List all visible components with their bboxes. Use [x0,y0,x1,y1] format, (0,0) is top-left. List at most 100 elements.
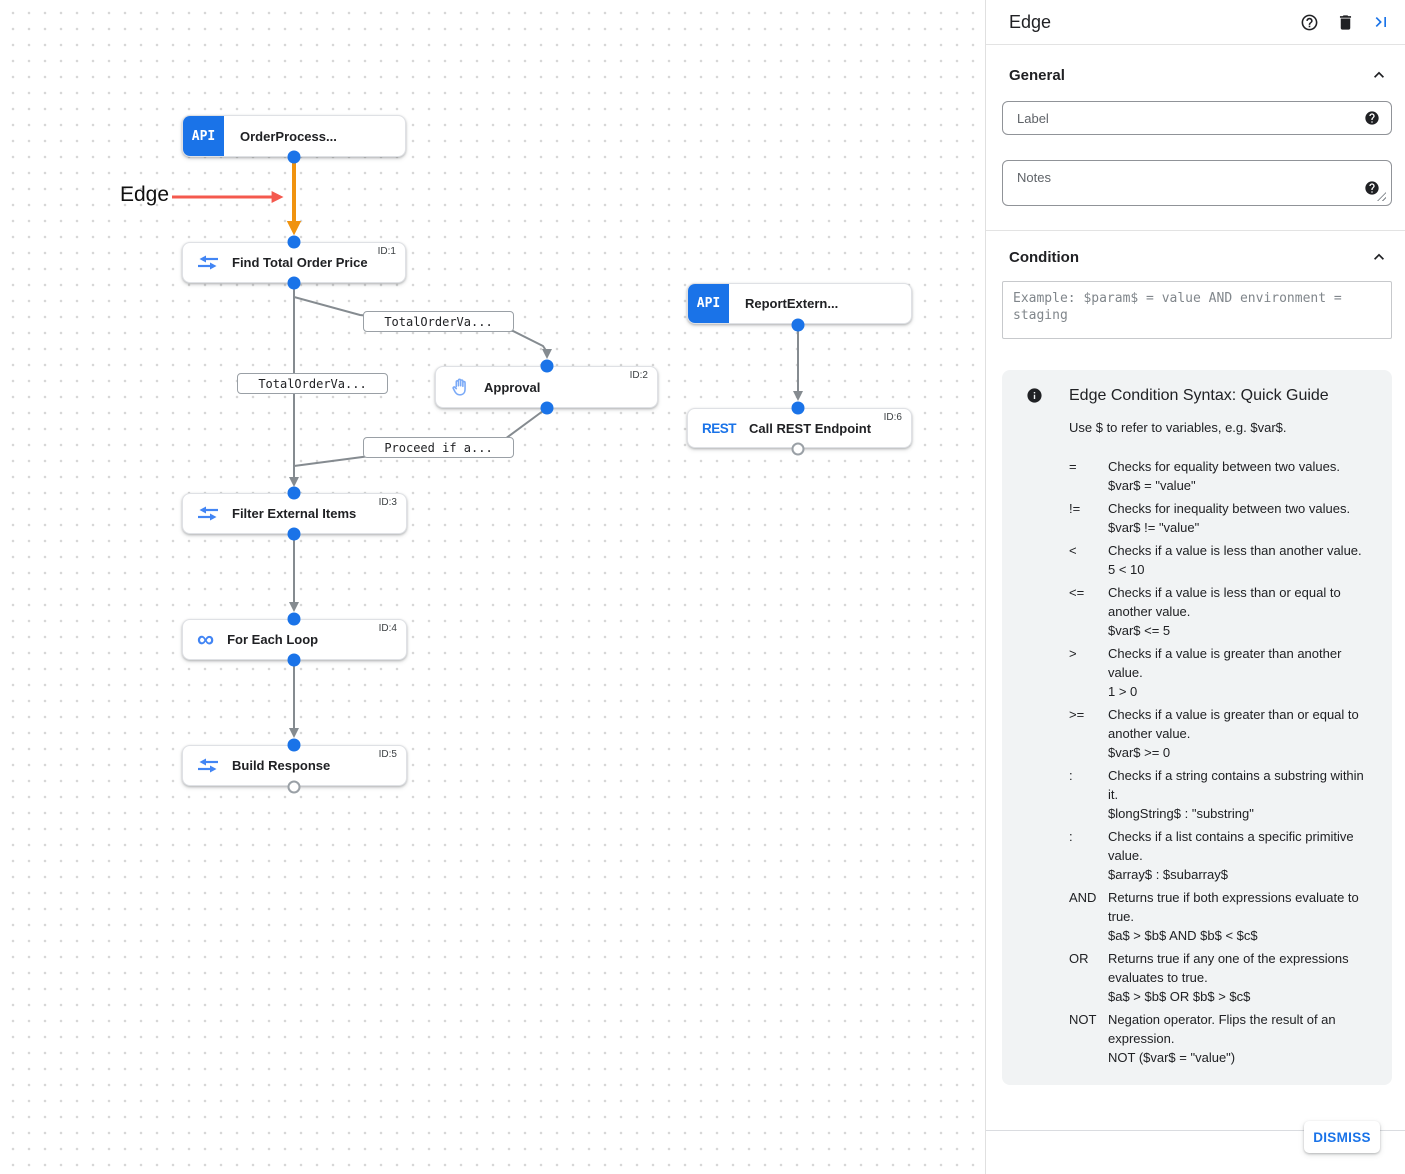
notes-help-icon[interactable] [1364,180,1380,201]
panel-header: Edge [986,0,1405,45]
label-input[interactable] [1002,101,1392,135]
guide-item: OR Returns true if any one of the expres… [1069,949,1370,1006]
port-build-in[interactable] [287,738,301,752]
approval-hand-icon [450,377,471,398]
guide-description: Checks if a string contains a substring … [1108,768,1364,802]
node-title: Build Response [232,758,331,773]
node-order-process[interactable]: API OrderProcess... [182,115,406,157]
edge-layer [172,160,803,738]
guide-example: 5 < 10 [1108,562,1145,577]
textarea-resize-handle[interactable] [1377,192,1386,201]
delete-icon[interactable] [1335,12,1355,32]
node-filter-external-items[interactable]: ID:3 Filter External Items [182,493,407,534]
port-call-rest-out[interactable] [791,442,805,456]
guide-operator: >= [1069,707,1085,722]
guide-operator: > [1069,646,1077,661]
guide-example: NOT ($var$ = "value") [1108,1050,1236,1065]
workflow-canvas[interactable]: Edge API OrderProcess... ID:1 Find Total… [0,0,985,1174]
port-filter-out[interactable] [287,527,301,541]
guide-intro: Use $ to refer to variables, e.g. $var$. [1069,420,1287,435]
port-call-rest-in[interactable] [791,401,805,415]
edge-label-to-filter[interactable]: TotalOrderVa... [237,373,388,394]
port-find-total-out[interactable] [287,276,301,290]
chevron-up-icon[interactable] [1369,65,1389,85]
guide-example: $var$ != "value" [1108,520,1200,535]
general-section-header[interactable]: General [986,45,1405,85]
edge-annotation-label: Edge [120,183,170,206]
guide-item: != Checks for inequality between two val… [1069,499,1370,537]
guide-item: = Checks for equality between two values… [1069,457,1370,495]
guide-description: Checks for equality between two values. [1108,459,1340,474]
guide-example: $a$ > $b$ OR $b$ > $c$ [1108,989,1251,1004]
guide-description: Checks for inequality between two values… [1108,501,1351,516]
notes-field-wrapper [1002,160,1392,206]
guide-operator: : [1069,768,1073,783]
guide-item: NOT Negation operator. Flips the result … [1069,1010,1370,1067]
label-help-icon[interactable] [1364,110,1380,131]
node-title: Approval [484,379,541,395]
port-build-out[interactable] [287,780,301,794]
node-title: OrderProcess... [240,128,337,144]
rest-icon: REST [702,420,737,436]
label-field-wrapper [1002,101,1392,135]
port-approval-out[interactable] [540,401,554,415]
port-filter-in[interactable] [287,486,301,500]
node-for-each-loop[interactable]: ID:4 ∞ For Each Loop [182,619,407,660]
port-foreach-in[interactable] [287,612,301,626]
guide-example: $var$ >= 0 [1108,745,1171,760]
node-id-badge: ID:3 [378,497,397,508]
section-divider [986,230,1405,231]
guide-description: Checks if a list contains a specific pri… [1108,829,1354,863]
guide-description: Checks if a value is less than another v… [1108,543,1362,558]
api-trigger-icon: API [688,284,729,323]
guide-operator: < [1069,543,1077,558]
guide-item: <= Checks if a value is less than or equ… [1069,583,1370,640]
collapse-panel-icon[interactable] [1371,12,1391,32]
guide-example: $a$ > $b$ AND $b$ < $c$ [1108,928,1258,943]
footer-divider [986,1130,1405,1131]
guide-example: $var$ = "value" [1108,478,1196,493]
port-report-extern-out[interactable] [791,318,805,332]
condition-section-title: Condition [1009,248,1079,266]
guide-example: $array$ : $subarray$ [1108,867,1228,882]
node-title: Call REST Endpoint [749,420,872,436]
data-mapping-icon [197,758,219,773]
notes-input[interactable] [1002,160,1392,206]
node-id-badge: ID:4 [378,623,397,634]
condition-syntax-guide: Edge Condition Syntax: Quick Guide Use $… [1002,370,1392,1085]
guide-list: = Checks for equality between two values… [1069,457,1370,1067]
dismiss-button[interactable]: DISMISS [1304,1121,1380,1153]
data-mapping-icon [197,506,219,521]
chevron-up-icon[interactable] [1369,247,1389,267]
guide-description: Returns true if any one of the expressio… [1108,951,1349,985]
guide-item: : Checks if a list contains a specific p… [1069,827,1370,884]
guide-item: > Checks if a value is greater than anot… [1069,644,1370,701]
node-id-badge: ID:6 [883,412,902,423]
guide-example: $var$ <= 5 [1108,623,1171,638]
guide-example: $longString$ : "substring" [1108,806,1254,821]
port-find-total-in[interactable] [287,235,301,249]
port-foreach-out[interactable] [287,653,301,667]
node-approval[interactable]: ID:2 Approval [435,366,658,408]
node-id-badge: ID:5 [378,749,397,760]
node-id-badge: ID:1 [377,246,396,257]
node-title: For Each Loop [227,632,319,647]
edge-label-to-approval[interactable]: TotalOrderVa... [363,311,514,332]
condition-input[interactable] [1002,281,1392,339]
guide-item: : Checks if a string contains a substrin… [1069,766,1370,823]
api-trigger-icon: API [183,116,224,156]
node-title: Filter External Items [232,506,357,521]
condition-section-header[interactable]: Condition [986,231,1405,267]
guide-operator: != [1069,501,1081,516]
port-approval-in[interactable] [540,359,554,373]
edge-config-panel: Edge General [985,0,1405,1174]
node-report-extern[interactable]: API ReportExtern... [687,283,912,324]
guide-description: Negation operator. Flips the result of a… [1108,1012,1336,1046]
guide-description: Checks if a value is greater than anothe… [1108,646,1342,680]
port-order-process-out[interactable] [287,150,301,164]
guide-operator: OR [1069,951,1089,966]
help-icon[interactable] [1299,12,1319,32]
edge-label-from-approval[interactable]: Proceed if a... [363,437,514,458]
guide-item: >= Checks if a value is greater than or … [1069,705,1370,762]
